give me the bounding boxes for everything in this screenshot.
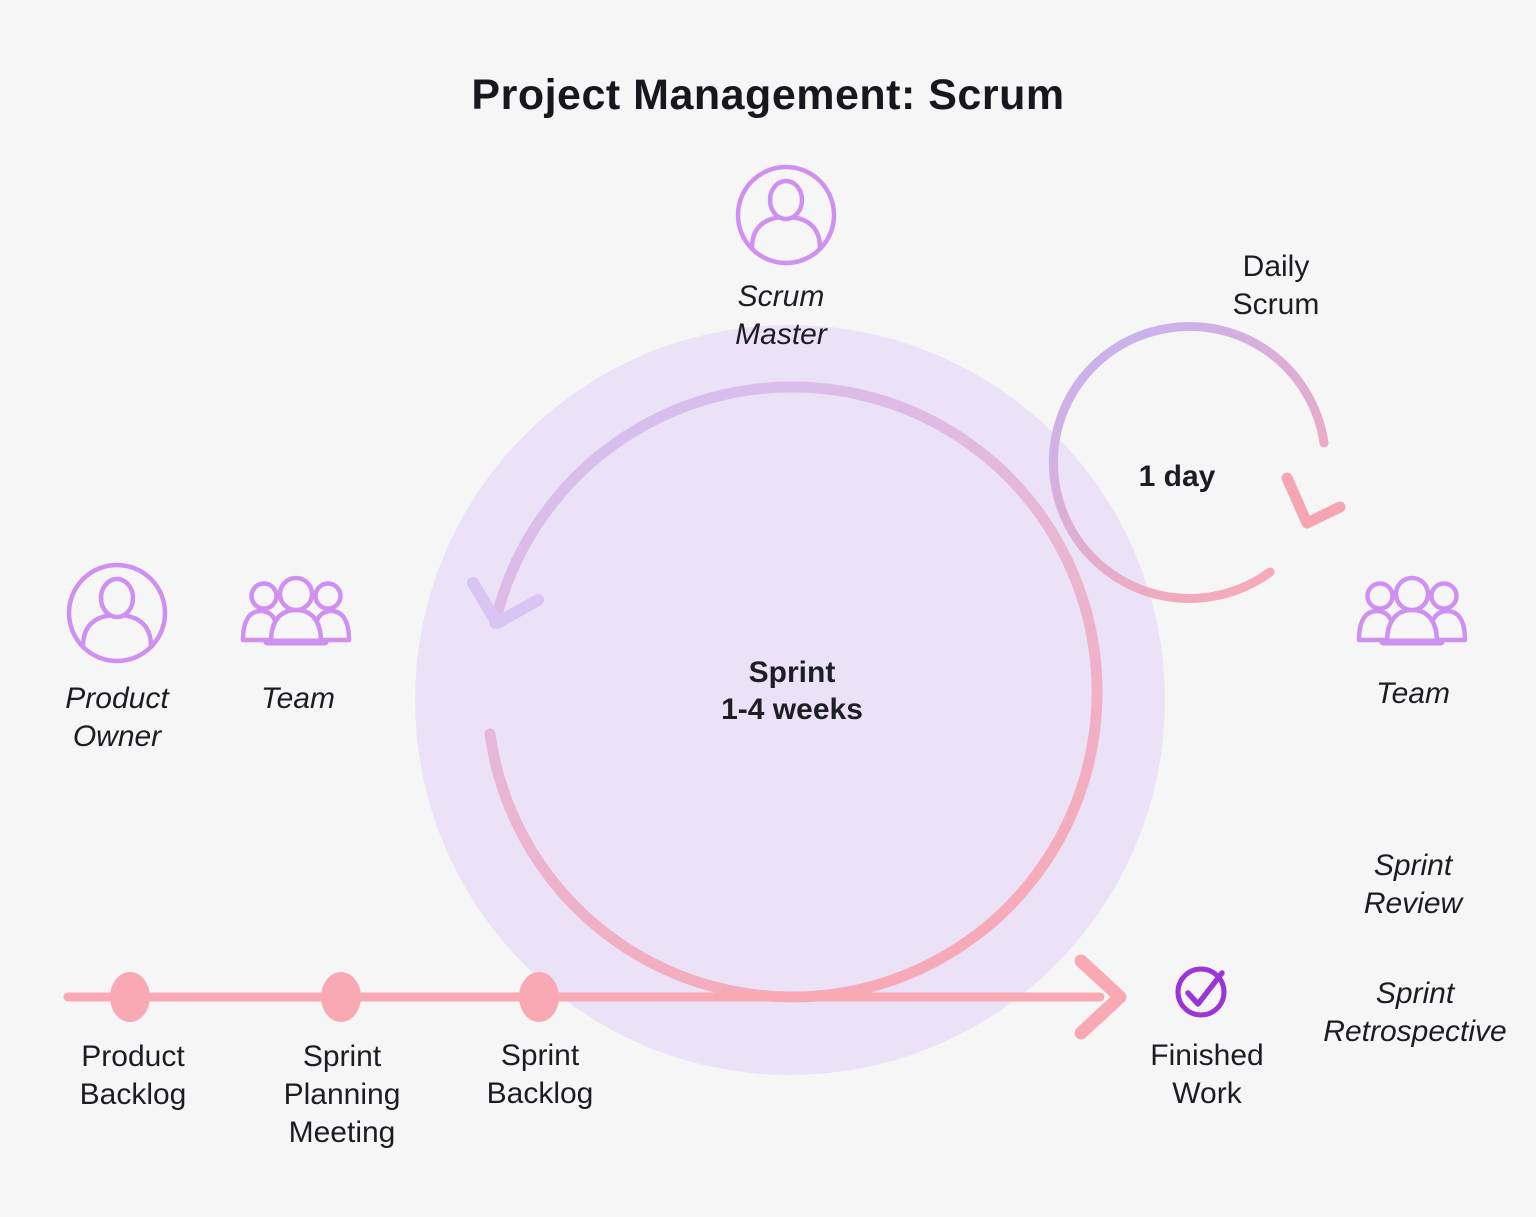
timeline-milestone-dot bbox=[321, 972, 361, 1022]
daily-duration-label: 1 day bbox=[1138, 460, 1216, 493]
sprint-backlog-label: Sprint Backlog bbox=[486, 1039, 594, 1110]
daily-arrowhead-icon bbox=[1281, 472, 1346, 529]
timeline-arrowhead-icon bbox=[1074, 954, 1127, 1040]
finished-work-label: Finished Work bbox=[1150, 1039, 1264, 1110]
sprint-arrowhead-icon bbox=[467, 577, 544, 629]
scrum-master-icon bbox=[738, 167, 834, 263]
product-owner-label: Product Owner bbox=[65, 682, 169, 753]
sprint-duration-label: Sprint 1-4 weeks bbox=[721, 656, 863, 726]
product-owner-icon bbox=[69, 565, 165, 661]
scrum-master-label: Scrum Master bbox=[735, 280, 827, 351]
sprint-circle bbox=[415, 325, 1165, 1075]
team-icon-right bbox=[1359, 578, 1465, 642]
team-right-label: Team bbox=[1376, 677, 1450, 710]
timeline-arrow bbox=[63, 954, 1127, 1040]
sprint-planning-meeting-label: Sprint Planning Meeting bbox=[283, 1040, 401, 1149]
timeline-milestone-dot bbox=[519, 972, 559, 1022]
product-backlog-label: Product Backlog bbox=[79, 1040, 187, 1111]
team-icon-left bbox=[243, 578, 349, 642]
finished-work-check-icon bbox=[1175, 966, 1227, 1018]
daily-scrum-label: Daily Scrum bbox=[1232, 250, 1320, 321]
team-left-label: Team bbox=[261, 682, 335, 715]
page-title: Project Management: Scrum bbox=[471, 71, 1065, 119]
sprint-retrospective-label: Sprint Retrospective bbox=[1323, 977, 1507, 1048]
daily-scrum-cycle-arrow bbox=[1048, 321, 1346, 603]
timeline-milestone-dot bbox=[110, 972, 150, 1022]
sprint-cycle-arrow bbox=[467, 381, 1103, 1003]
sprint-review-label: Sprint Review bbox=[1363, 849, 1463, 920]
